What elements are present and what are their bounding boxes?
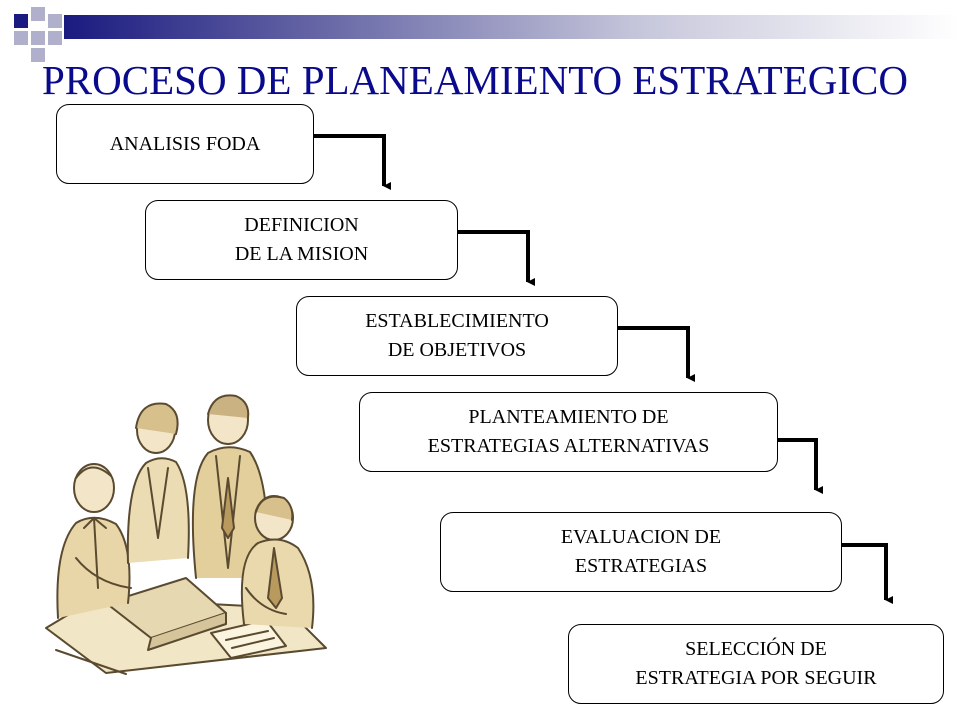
connector-arrow-3 <box>618 326 695 382</box>
connector-arrow-2 <box>458 230 535 286</box>
title-gradient-bar <box>64 15 960 39</box>
step-label: PLANTEAMIENTO DE ESTRATEGIAS ALTERNATIVA… <box>427 406 710 457</box>
step-planteamiento-estrategias: PLANTEAMIENTO DE ESTRATEGIAS ALTERNATIVA… <box>359 392 778 472</box>
page-title: PROCESO DE PLANEAMIENTO ESTRATEGICO <box>42 57 908 103</box>
decor-square-light-5 <box>48 31 62 45</box>
step-establecimiento-objetivos: ESTABLECIMIENTO DE OBJETIVOS <box>296 296 618 376</box>
decor-square-light-2 <box>48 14 62 28</box>
decor-square-light-6 <box>31 48 45 62</box>
decor-square-light-1 <box>31 7 45 21</box>
step-definicion-mision: DEFINICION DE LA MISION <box>145 200 458 280</box>
connector-arrow-1 <box>314 134 391 190</box>
decor-square-light-3 <box>14 31 28 45</box>
connector-arrow-4 <box>778 438 823 494</box>
step-label: ANALISIS FODA <box>109 132 261 155</box>
step-label: ESTABLECIMIENTO DE OBJETIVOS <box>365 310 549 361</box>
team-meeting-clipart-icon <box>45 394 327 675</box>
step-label: DEFINICION DE LA MISION <box>234 214 369 265</box>
decor-square-dark-1 <box>14 14 28 28</box>
step-analisis-foda: ANALISIS FODA <box>56 104 314 184</box>
step-label: EVALUACION DE ESTRATEGIAS <box>560 526 722 577</box>
step-label: SELECCIÓN DE ESTRATEGIA POR SEGUIR <box>635 638 877 689</box>
decor-square-light-4 <box>31 31 45 45</box>
step-evaluacion-estrategias: EVALUACION DE ESTRATEGIAS <box>440 512 842 592</box>
step-seleccion-estrategia: SELECCIÓN DE ESTRATEGIA POR SEGUIR <box>568 624 944 704</box>
connector-arrow-5 <box>842 543 893 604</box>
